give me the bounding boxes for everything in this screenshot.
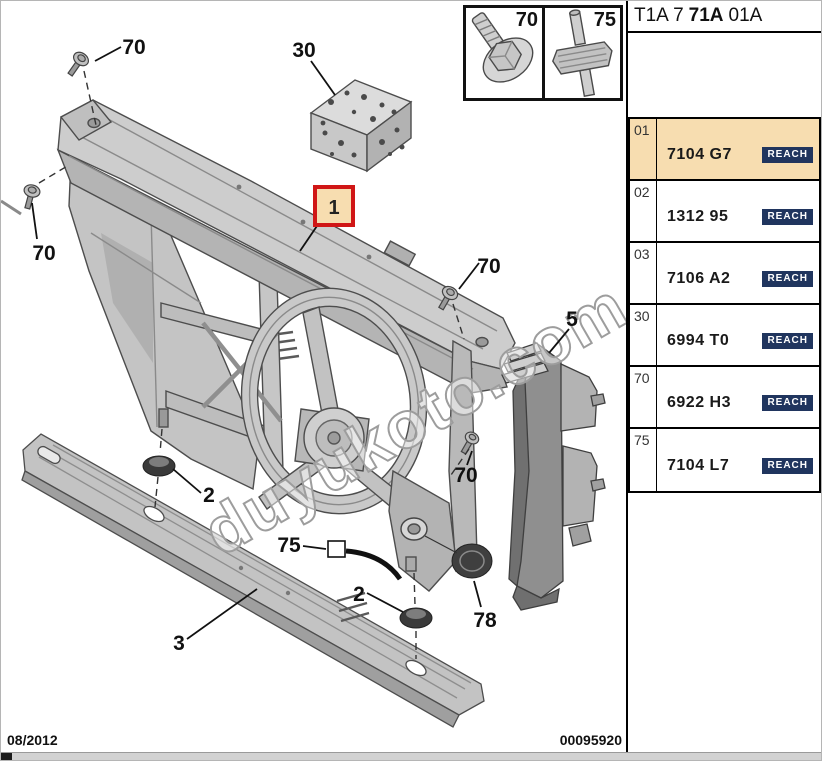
inset-clip-label: 75 (593, 9, 616, 31)
parts-table: 01 7104 G7 REACH 02 1312 95 REACH 03 710… (628, 117, 821, 493)
bolt-icon (471, 12, 534, 83)
part-row-75[interactable]: 75 7104 L7 REACH (630, 429, 819, 491)
clip-icon (552, 9, 613, 98)
part-row-30[interactable]: 30 6994 T0 REACH (630, 305, 819, 367)
exploded-view-drawing: duyukoto.com 1 (1, 36, 640, 728)
crossmember-part (21, 433, 485, 728)
reach-button[interactable]: REACH (762, 147, 813, 163)
inset-cell-clip: 75 (542, 8, 620, 98)
callout-grommet-left: 2 (203, 484, 215, 507)
reach-button[interactable]: REACH (762, 395, 813, 411)
part-ref: 30 (630, 305, 657, 365)
catalog-date: 08/2012 (7, 732, 58, 748)
part-ref: 70 (630, 367, 657, 427)
callout-fastener-block: 30 (292, 39, 315, 62)
reach-button[interactable]: REACH (762, 458, 813, 474)
part-ref: 03 (630, 243, 657, 303)
reach-button[interactable]: REACH (762, 333, 813, 349)
part-row-03[interactable]: 03 7106 A2 REACH (630, 243, 819, 305)
reach-button[interactable]: REACH (762, 209, 813, 225)
deflector-part (501, 340, 606, 611)
callout-leaders (31, 46, 570, 640)
page-code-suffix: 01A (728, 5, 763, 26)
mounting-parts (142, 455, 493, 629)
part-row-01[interactable]: 01 7104 G7 REACH (630, 119, 819, 181)
callout-clip-square: 75 (277, 534, 301, 557)
part-ref: 01 (630, 119, 657, 179)
part-cell: 1312 95 REACH (657, 181, 819, 241)
callout-grommet-right: 2 (353, 583, 365, 606)
hotspot-item-1[interactable]: 1 (313, 185, 355, 227)
hardware-inset-box: 70 75 (463, 5, 623, 101)
scrollbar-thumb[interactable] (1, 753, 12, 760)
part-cell: 6994 T0 REACH (657, 305, 819, 365)
part-cell: 7104 G7 REACH (657, 119, 819, 179)
plug-line (424, 535, 458, 554)
callout-deflector: 5 (566, 308, 578, 331)
page-code-bold: 71A (688, 5, 724, 26)
page-code-prefix: T1A 7 (634, 5, 684, 26)
callout-labels: 70 70 30 70 5 2 75 2 78 3 70 (32, 36, 578, 655)
panel-spacer (628, 33, 821, 117)
callout-screw-far-left: 70 (32, 242, 55, 265)
part-cell: 7104 L7 REACH (657, 429, 819, 491)
front-panel-assembly (56, 99, 516, 623)
part-number: 1312 95 (667, 208, 729, 225)
callout-screw-lower-right: 70 (454, 464, 477, 487)
part-number: 6922 H3 (667, 394, 731, 411)
reach-button[interactable]: REACH (762, 271, 813, 287)
inset-bolt-label: 70 (515, 9, 538, 31)
part-number: 7104 G7 (667, 146, 732, 163)
callout-main-panel: 1 (328, 197, 339, 219)
callout-screw-top-left: 70 (122, 36, 145, 59)
part-cell: 7106 A2 REACH (657, 243, 819, 303)
part-cell: 6922 H3 REACH (657, 367, 819, 427)
assembly-dashed-lines (38, 70, 470, 659)
part-number: 7104 L7 (667, 457, 730, 474)
callout-crossmember: 3 (173, 632, 185, 655)
screw-icons (23, 51, 480, 455)
inset-cell-bolt: 70 (466, 8, 542, 98)
part-ref: 75 (630, 429, 657, 491)
callout-screw-upper-right: 70 (477, 255, 500, 278)
callout-plug: 78 (473, 609, 497, 632)
part-row-02[interactable]: 02 1312 95 REACH (630, 181, 819, 243)
part-row-70[interactable]: 70 6922 H3 REACH (630, 367, 819, 429)
part-number: 7106 A2 (667, 270, 731, 287)
part-ref: 02 (630, 181, 657, 241)
horizontal-scrollbar[interactable] (1, 752, 821, 760)
fastener-block-part (309, 79, 413, 173)
diagram-area: duyukoto.com 1 (1, 1, 640, 754)
edge-sliver (1, 199, 22, 216)
part-number: 6994 T0 (667, 332, 730, 349)
document-number: 00095920 (559, 732, 622, 748)
